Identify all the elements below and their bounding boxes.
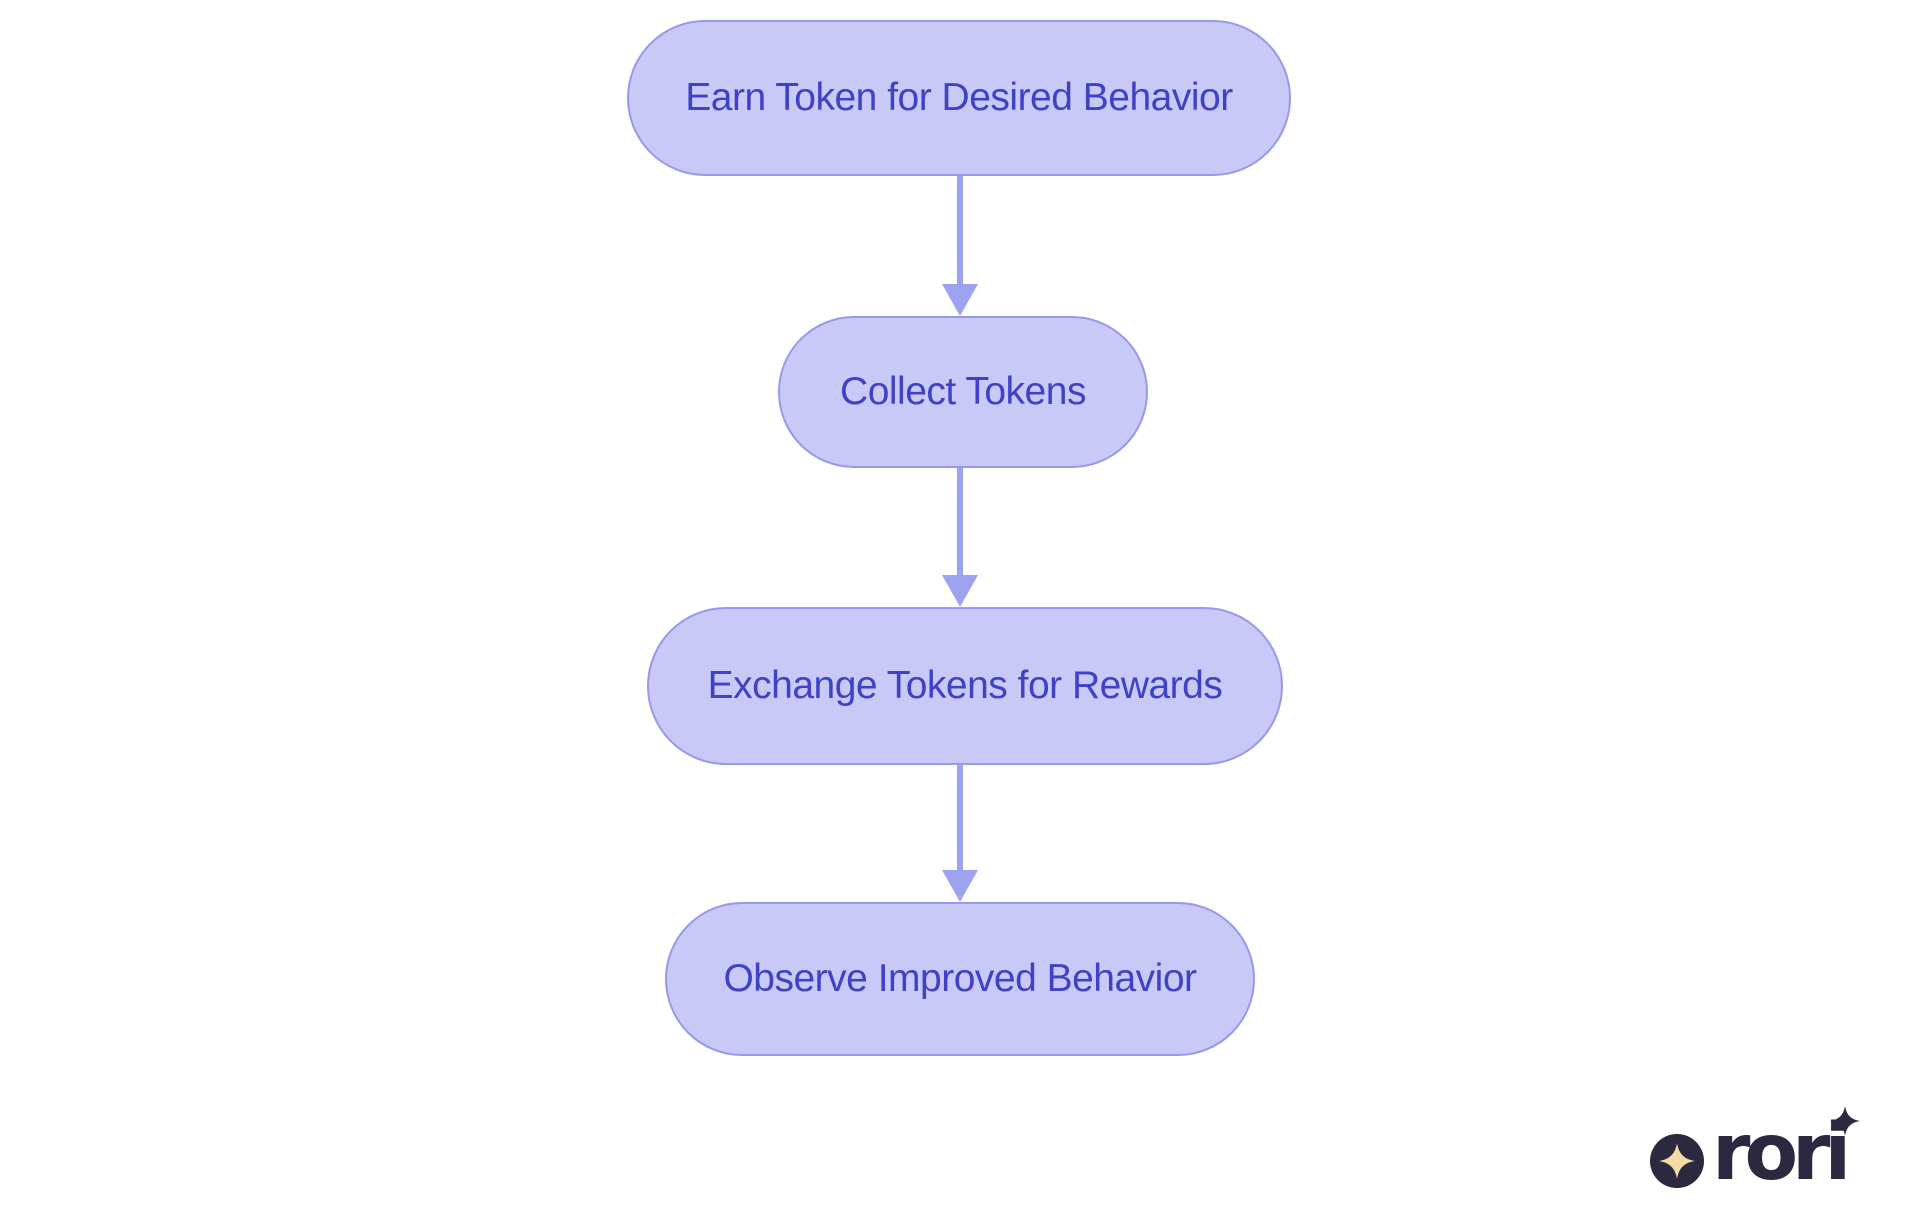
- arrow-line: [957, 765, 963, 874]
- flow-node-label: Collect Tokens: [840, 369, 1086, 413]
- arrow-head-down-icon: [942, 870, 978, 902]
- arrow-line: [957, 468, 963, 579]
- flow-node-label: Observe Improved Behavior: [723, 956, 1197, 1000]
- flow-arrow-exchange-to-observe: [942, 765, 978, 902]
- arrow-head-down-icon: [942, 284, 978, 316]
- rori-logo-text: rori: [1712, 1108, 1851, 1198]
- rori-logo: rori: [1650, 1106, 1870, 1198]
- arrow-line: [957, 176, 963, 288]
- sparkle-icon: [1830, 1106, 1860, 1136]
- flow-node-observe-behavior: Observe Improved Behavior: [665, 902, 1255, 1056]
- flow-node-earn-token: Earn Token for Desired Behavior: [627, 20, 1291, 176]
- flow-arrow-earn-to-collect: [942, 176, 978, 316]
- flow-node-collect-tokens: Collect Tokens: [778, 316, 1148, 468]
- flow-node-label: Exchange Tokens for Rewards: [707, 663, 1223, 707]
- sparkle-icon: [1659, 1143, 1695, 1179]
- flow-node-exchange-tokens: Exchange Tokens for Rewards: [647, 607, 1283, 765]
- flow-arrow-collect-to-exchange: [942, 468, 978, 607]
- rori-logo-circle: [1650, 1134, 1704, 1188]
- flow-node-label: Earn Token for Desired Behavior: [685, 75, 1233, 119]
- arrow-head-down-icon: [942, 575, 978, 607]
